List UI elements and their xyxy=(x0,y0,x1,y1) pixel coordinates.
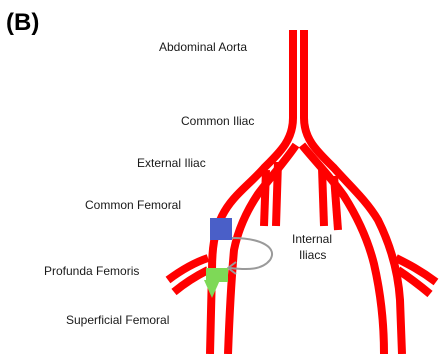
label-internal-iliacs-line1: Internal xyxy=(292,232,332,246)
proximal-blue-marker-icon xyxy=(210,218,232,240)
artery-tree xyxy=(168,30,436,354)
left-internal-iliac-b xyxy=(276,162,278,226)
aorta-right-wall xyxy=(304,30,402,354)
label-profunda-femoris: Profunda Femoris xyxy=(44,264,139,278)
label-internal-iliacs-line2: Iliacs xyxy=(299,248,326,262)
label-common-femoral: Common Femoral xyxy=(85,198,181,212)
label-external-iliac: External Iliac xyxy=(137,156,206,170)
label-abdominal-aorta: Abdominal Aorta xyxy=(159,40,247,54)
left-internal-iliac-a xyxy=(264,170,266,226)
right-internal-iliac-a xyxy=(322,168,324,226)
label-common-iliac: Common Iliac xyxy=(181,114,254,128)
label-superficial-femoral: Superficial Femoral xyxy=(66,313,169,327)
right-internal-iliac-b xyxy=(334,176,338,230)
